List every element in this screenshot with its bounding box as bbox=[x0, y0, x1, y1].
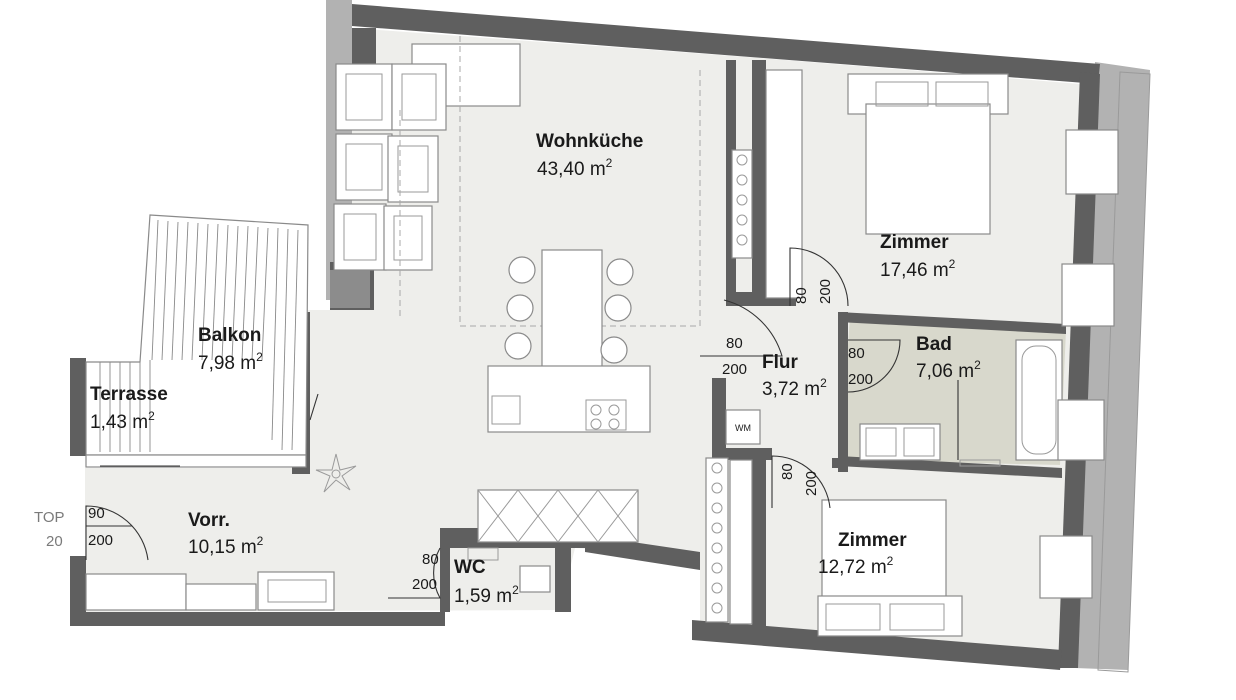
svg-text:200: 200 bbox=[817, 279, 834, 304]
room-label-bad: Bad 7,06 m2 bbox=[916, 334, 981, 382]
svg-text:Wohnküche: Wohnküche bbox=[536, 131, 643, 152]
room-label-zimmer-2: Zimmer 12,72 m2 bbox=[818, 530, 907, 578]
wc-fixtures bbox=[467, 547, 551, 593]
washing-machine: WM bbox=[725, 409, 761, 445]
svg-text:TOP: TOP bbox=[34, 509, 65, 526]
door-dim-flur: 80 200 bbox=[722, 335, 747, 378]
svg-text:Vorr.: Vorr. bbox=[188, 510, 230, 531]
svg-text:90: 90 bbox=[88, 505, 105, 522]
door-dim-wc: 80 200 bbox=[412, 551, 439, 593]
svg-text:Balkon: Balkon bbox=[198, 325, 261, 346]
room-label-wc: WC 1,59 m2 bbox=[454, 557, 519, 607]
svg-text:Terrasse: Terrasse bbox=[90, 384, 168, 405]
double-bed-1 bbox=[847, 73, 1009, 235]
svg-text:1,59 m2: 1,59 m2 bbox=[454, 583, 519, 607]
door-dim-zimmer-2: 80 200 bbox=[779, 463, 820, 496]
room-label-zimmer-1: Zimmer 17,46 m2 bbox=[880, 232, 956, 281]
door-dim-bad: 80 200 bbox=[848, 345, 873, 388]
kitchen-island bbox=[477, 249, 651, 543]
room-label-flur: Flur 3,72 m2 bbox=[762, 352, 827, 400]
entrance-furniture bbox=[85, 571, 335, 611]
svg-text:80: 80 bbox=[422, 551, 439, 568]
svg-text:Bad: Bad bbox=[916, 334, 952, 355]
double-bed-2 bbox=[817, 499, 963, 637]
svg-text:80: 80 bbox=[779, 463, 796, 480]
svg-text:1,43 m2: 1,43 m2 bbox=[90, 409, 155, 433]
bath-fixtures bbox=[859, 339, 1063, 467]
svg-text:200: 200 bbox=[722, 361, 747, 378]
svg-text:12,72 m2: 12,72 m2 bbox=[818, 554, 894, 578]
svg-text:Zimmer: Zimmer bbox=[880, 232, 949, 253]
svg-text:200: 200 bbox=[803, 471, 820, 496]
svg-text:80: 80 bbox=[726, 335, 743, 352]
unit-label: TOP 20 bbox=[34, 509, 65, 550]
svg-text:7,06 m2: 7,06 m2 bbox=[916, 358, 981, 382]
svg-text:80: 80 bbox=[848, 345, 865, 362]
door-dim-entrance: 90 200 bbox=[88, 505, 113, 549]
wm-label: WM bbox=[735, 423, 751, 433]
svg-text:17,46 m2: 17,46 m2 bbox=[880, 257, 956, 281]
svg-text:3,72 m2: 3,72 m2 bbox=[762, 376, 827, 400]
door-dim-zimmer-1: 80 200 bbox=[793, 279, 834, 304]
svg-text:200: 200 bbox=[412, 576, 437, 593]
svg-text:Zimmer: Zimmer bbox=[838, 530, 907, 551]
svg-text:10,15 m2: 10,15 m2 bbox=[188, 534, 264, 558]
room-label-terrasse: Terrasse 1,43 m2 bbox=[90, 384, 168, 433]
svg-text:80: 80 bbox=[793, 287, 810, 304]
living-furniture bbox=[333, 36, 701, 327]
svg-text:WC: WC bbox=[454, 557, 486, 578]
svg-text:200: 200 bbox=[848, 371, 873, 388]
door-swings bbox=[85, 247, 901, 599]
svg-text:200: 200 bbox=[88, 532, 113, 549]
svg-text:7,98 m2: 7,98 m2 bbox=[198, 350, 263, 374]
svg-text:Flur: Flur bbox=[762, 352, 798, 373]
wardrobes bbox=[705, 69, 803, 625]
room-label-vorr: Vorr. 10,15 m2 bbox=[188, 510, 264, 558]
room-label-balkon: Balkon 7,98 m2 bbox=[198, 325, 263, 374]
windows bbox=[1039, 129, 1119, 599]
plant-icon bbox=[315, 453, 357, 493]
svg-text:43,40 m2: 43,40 m2 bbox=[537, 156, 613, 180]
svg-text:20: 20 bbox=[46, 533, 63, 550]
room-label-wohnkueche: Wohnküche 43,40 m2 bbox=[536, 131, 643, 180]
balcony-deck bbox=[85, 214, 319, 468]
